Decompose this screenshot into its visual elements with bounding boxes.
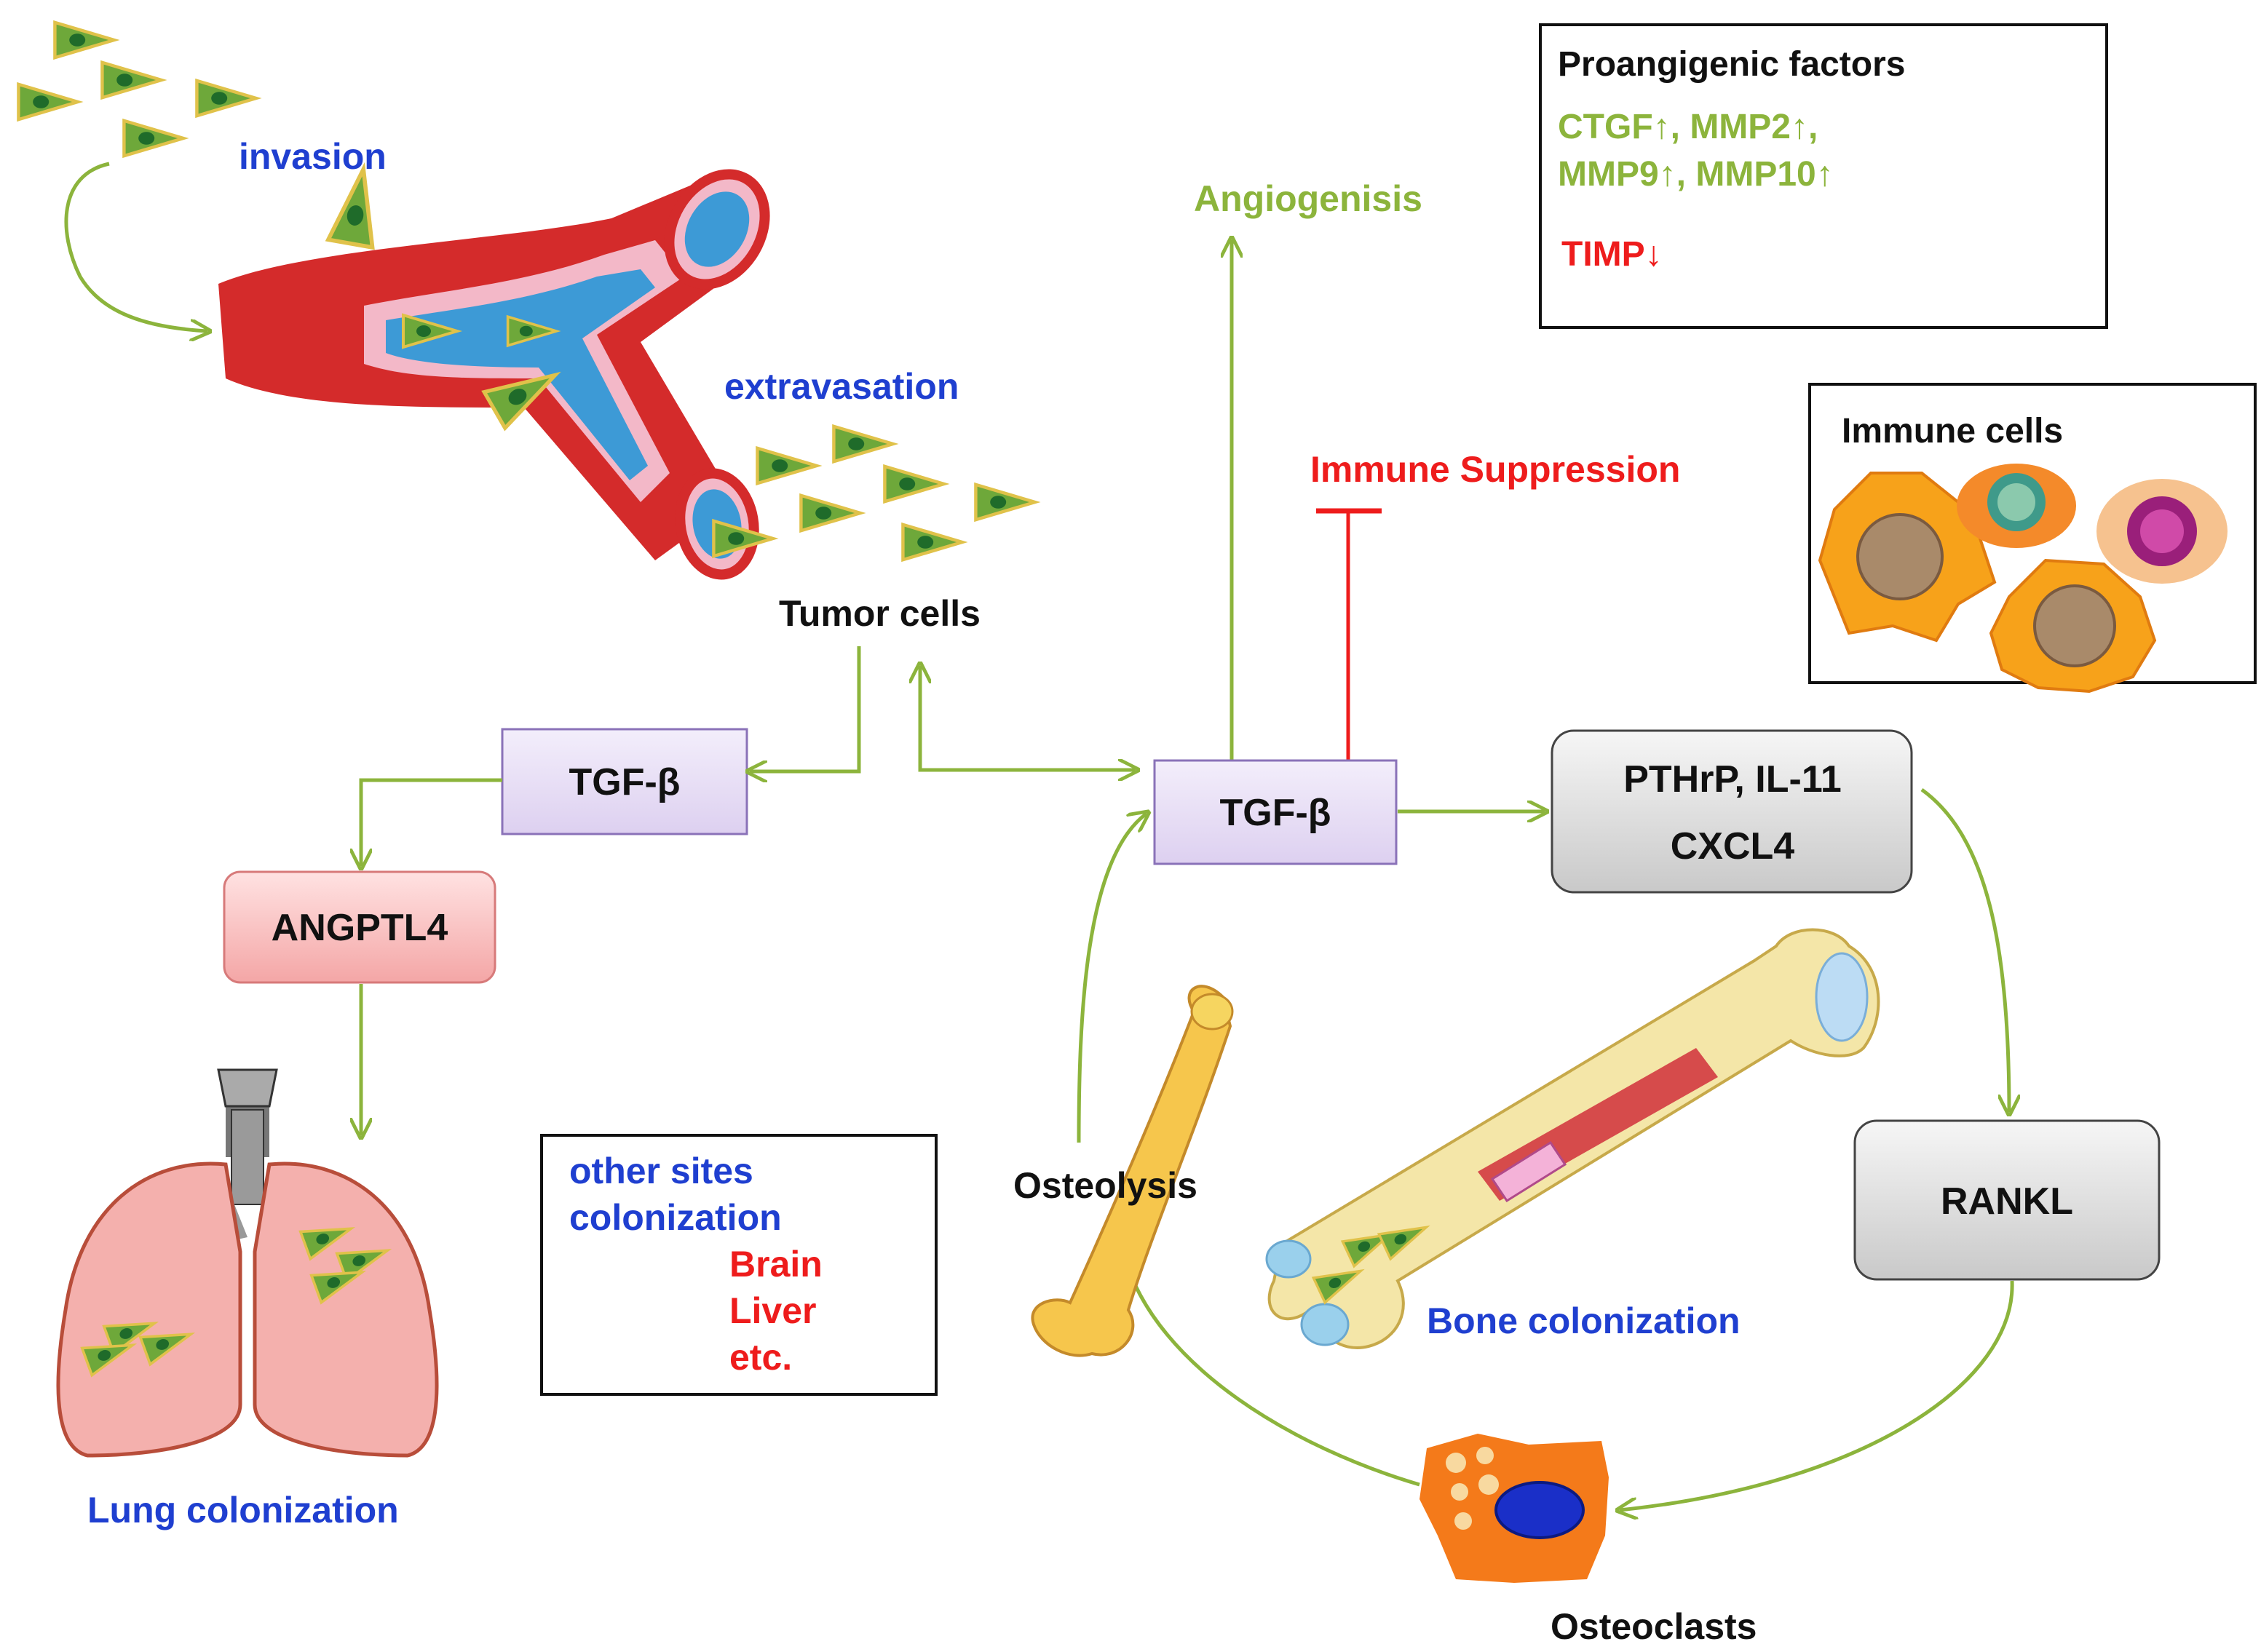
angptl4-box [223,870,496,984]
immune-cells-illustration [1818,464,2228,694]
angiogenesis-label: Angiogenisis [1194,178,1422,219]
inhibition-symbol [1316,508,1382,761]
site-brain: Brain [729,1244,823,1284]
proangiogenic-title: Proangigenic factors [1558,45,1905,84]
rankl-box [1853,1119,2161,1281]
osteolysis-bone-illustration [1031,985,1234,1357]
tumor-cells-cluster-extravasated [713,426,1034,560]
site-liver: Liver [729,1290,817,1331]
extravasation-label: extravasation [724,366,959,407]
bone-colonization-illustration [1265,928,1880,1349]
bone-colonization-label: Bone colonization [1427,1300,1741,1341]
immune-cells-box: Immune cells [1808,383,2257,694]
invasion-arrow [64,162,207,331]
proangiogenic-line-3: TIMP↓ [1561,235,1663,274]
immune-cells-title: Immune cells [1842,412,2063,450]
tgf-left-to-angptl4-arrow [361,778,502,866]
proangiogenic-line-1: CTGF↑, MMP2↑, [1558,108,1818,146]
tumor-to-tgf-left-arrow [750,646,861,771]
other-sites-line-2: colonization [569,1197,782,1238]
tgf-beta-left-label: TGF-β [569,761,680,803]
pthrp-line-2: CXCL4 [1671,825,1795,867]
pthrp-line-1: PTHrP, IL-11 [1623,758,1842,801]
tumor-cells-cluster-top [18,23,256,156]
other-sites-box: other sites colonization Brain Liver etc… [540,1134,938,1396]
osteolysis-label: Osteolysis [1013,1165,1197,1206]
proangiogenic-factors-box: Proangigenic factors CTGF↑, MMP2↑, MMP9↑… [1539,23,2108,329]
tumor-cells-label: Tumor cells [779,593,981,634]
tumor-tgf-center-bidirectional-arrow [920,666,1136,770]
pthrp-to-rankl-arrow [1920,787,2009,1112]
rankl-label: RANKL [1941,1180,2073,1223]
rankl-to-osteoclasts-arrow [1620,1280,2014,1510]
angptl4-label: ANGPTL4 [272,907,448,949]
immune-suppression-label: Immune Suppression [1310,449,1680,490]
tgf-beta-box-center [1153,759,1398,865]
pthrp-il11-cxcl4-box [1551,729,1913,894]
other-sites-line-1: other sites [569,1151,753,1191]
osteoclasts-label: Osteoclasts [1551,1606,1757,1647]
osteolysis-to-tgf-center-arrow [1077,814,1147,1143]
lung-illustration [56,1068,439,1458]
tgf-beta-center-label: TGF-β [1219,792,1331,834]
osteoclasts-to-osteolysis-arrow [1125,1258,1420,1487]
osteoclast-illustration [1419,1434,1609,1583]
site-etc: etc. [729,1337,792,1378]
lung-colonization-label: Lung colonization [87,1490,399,1530]
proangiogenic-line-2: MMP9↑, MMP10↑ [1558,155,1834,194]
invasion-label: invasion [239,136,387,177]
blood-vessel-illustration [218,157,770,580]
